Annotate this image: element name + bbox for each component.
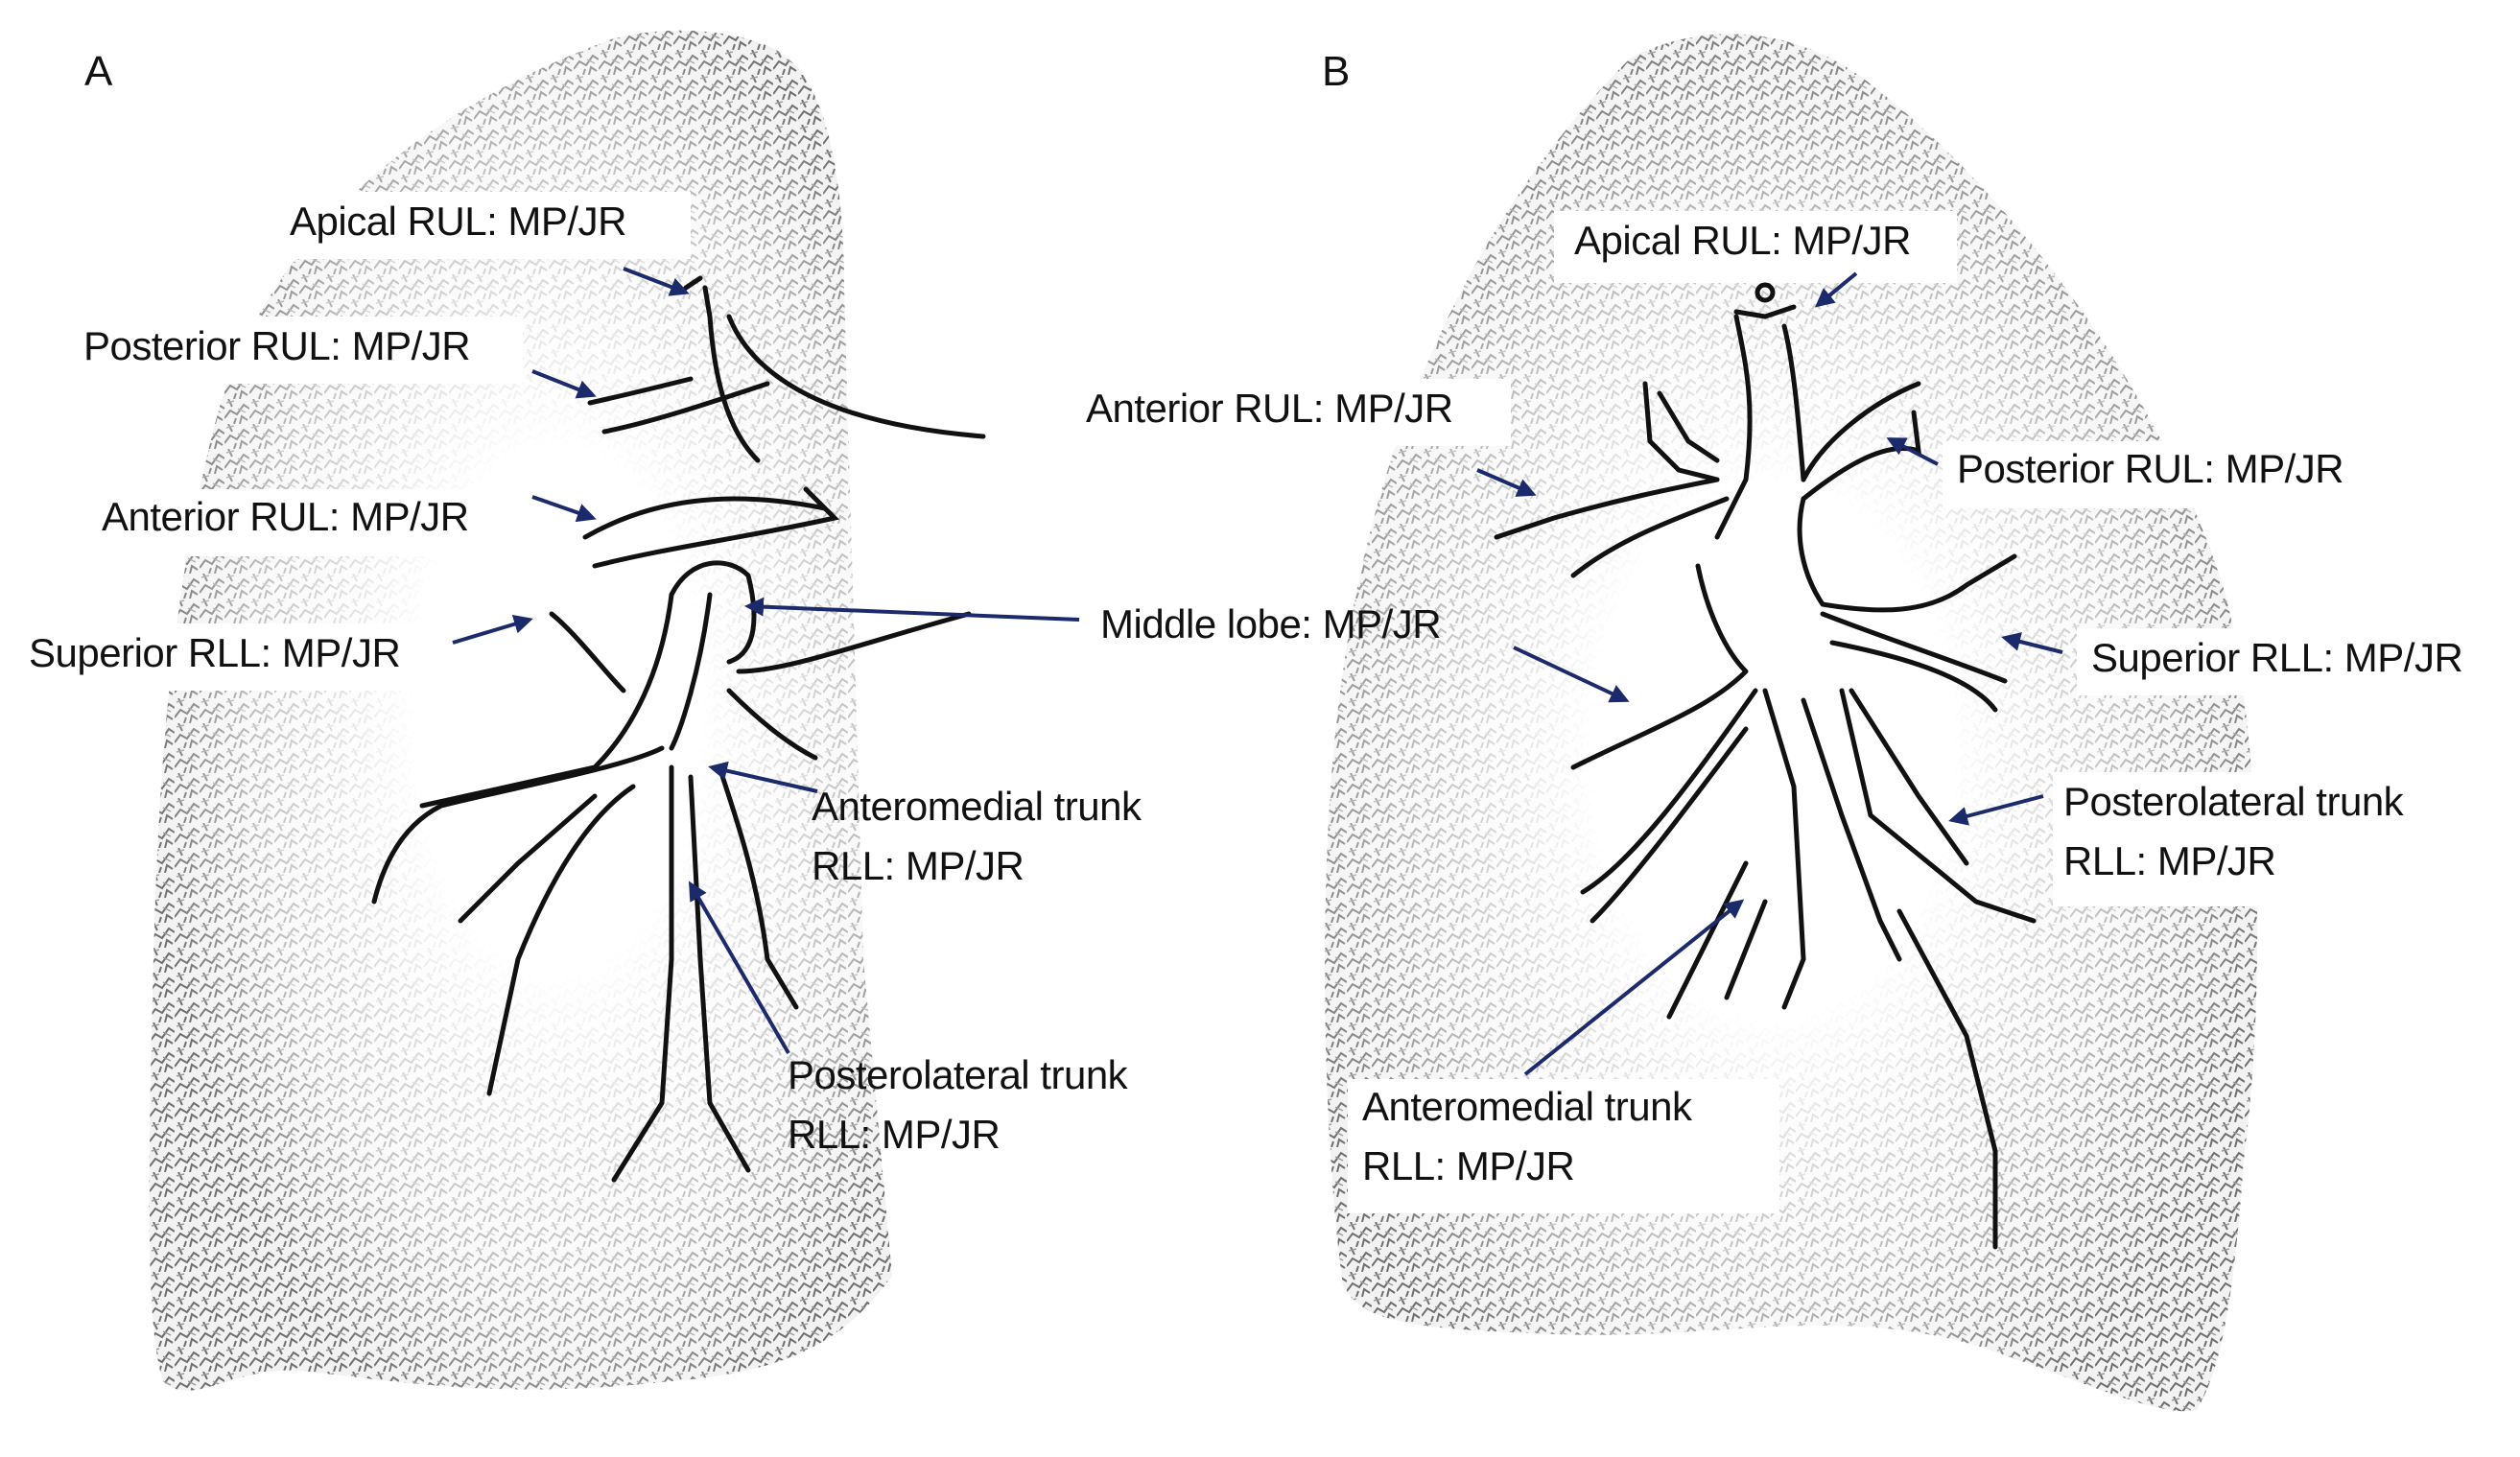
label-a-apical-rul: Apical RUL: MP/JR <box>290 199 626 244</box>
lung-b <box>1325 34 2258 1412</box>
arrow-a-superior-rll <box>452 615 533 645</box>
bronchial-tree-b <box>1494 282 2037 1250</box>
label-b-anteromedial-line1: Anteromedial trunk <box>1362 1084 1692 1129</box>
label-b-anterior-rul: Anterior RUL: MP/JR <box>1086 386 1453 431</box>
label-a-posterolateral-line2: RLL: MP/JR <box>788 1112 1001 1157</box>
label-a-posterior-rul: Posterior RUL: MP/JR <box>83 323 471 368</box>
label-b-posterolateral-line1: Posterolateral trunk <box>2063 779 2404 824</box>
arrow-a-posterolateral <box>688 881 790 1055</box>
panel-label-a: A <box>84 48 113 95</box>
bronchial-tree-a <box>371 275 986 1183</box>
label-b-anteromedial-line2: RLL: MP/JR <box>1362 1143 1575 1188</box>
arrow-a-anteromedial <box>708 761 818 793</box>
label-b-posterior-rul: Posterior RUL: MP/JR <box>1957 446 2344 491</box>
label-b-posterolateral-trunk: Posterolateral trunk RLL: MP/JR <box>2063 779 2404 883</box>
label-a-posterolateral-trunk: Posterolateral trunk RLL: MP/JR <box>788 1052 1128 1157</box>
panel-label-b: B <box>1322 48 1351 95</box>
label-b-anteromedial-trunk: Anteromedial trunk RLL: MP/JR <box>1362 1087 1692 1187</box>
label-a-superior-rll: Superior RLL: MP/JR <box>29 630 401 675</box>
arrow-a-anterior-rul <box>531 495 597 523</box>
label-a-anteromedial-line2: RLL: MP/JR <box>812 843 1024 888</box>
annotation-arrows <box>452 267 2063 1076</box>
arrow-b-anteromedial <box>1523 899 1745 1076</box>
label-b-apical-rul: Apical RUL: MP/JR <box>1574 218 1911 263</box>
label-backdrops <box>19 192 2508 1213</box>
arrow-a-apical-rul <box>623 267 690 296</box>
label-b-superior-rll: Superior RLL: MP/JR <box>2091 635 2463 680</box>
label-b-posterolateral-line2: RLL: MP/JR <box>2063 838 2276 883</box>
arrow-b-anterior-rul <box>1476 468 1537 497</box>
label-a-anteromedial-trunk: Anteromedial trunk RLL: MP/JR <box>812 787 1142 886</box>
arrow-b-middle-lobe <box>1513 646 1630 703</box>
label-a-anteromedial-line1: Anteromedial trunk <box>812 784 1142 829</box>
arrow-a-middle-lobe <box>744 597 1080 622</box>
arrow-a-posterior-rul <box>531 369 597 399</box>
label-a-posterolateral-line1: Posterolateral trunk <box>788 1052 1128 1097</box>
arrow-b-superior-rll <box>2001 632 2063 654</box>
label-a-middle-lobe: Middle lobe: MP/JR <box>1100 601 1442 646</box>
label-a-anterior-rul: Anterior RUL: MP/JR <box>102 494 469 539</box>
arrow-b-apical-rul <box>1814 271 1858 308</box>
arrow-b-posterolateral <box>1948 794 2044 826</box>
arrow-b-posterior-rul <box>1886 437 1939 466</box>
